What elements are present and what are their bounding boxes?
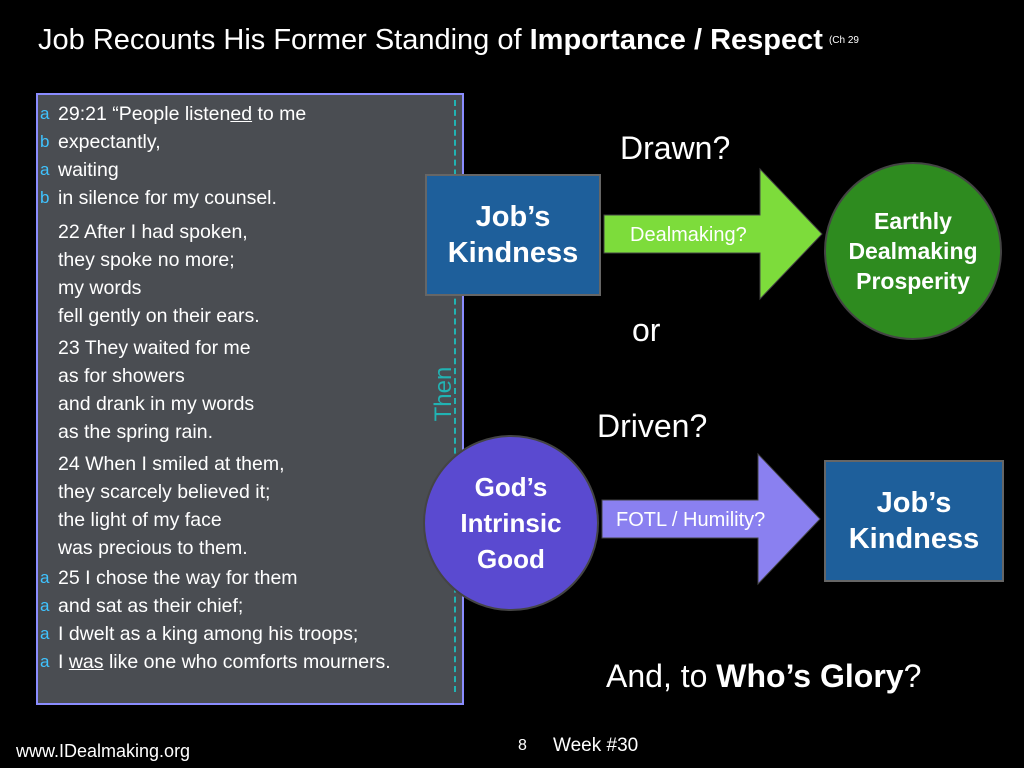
verse-text: I dwelt as a king among his troops; [58, 623, 359, 645]
verse-text: expectantly, [58, 131, 161, 153]
verse-text: like one who comforts mourners. [103, 651, 391, 673]
verse-text: waiting [58, 159, 119, 181]
verse-line: 25 I chose the way for them [58, 564, 298, 592]
or-label: or [632, 312, 661, 348]
verse-line: they spoke no more; [58, 246, 235, 274]
humility-arrow [601, 452, 821, 586]
verse-line: in silence for my counsel. [58, 184, 277, 212]
drawn-question: Drawn? [620, 130, 731, 166]
verse-line: and sat as their chief; [58, 592, 243, 620]
verse-line: 23 They waited for me [58, 334, 251, 362]
earthly-prosperity-circle: Earthly Dealmaking Prosperity [824, 162, 1002, 340]
verse-text: and sat as their chief; [58, 595, 244, 617]
verse-line: my words [58, 274, 141, 302]
verse-text: as for showers [58, 365, 185, 387]
verse-line: expectantly, [58, 128, 161, 156]
verse-marker: a [40, 596, 50, 615]
verse-text: to me [252, 103, 307, 125]
gods-intrinsic-good-circle: God’s Intrinsic Good [423, 435, 599, 611]
verse-underlined-text: was [68, 651, 104, 673]
then-timeline-line [454, 100, 456, 692]
verse-text: they scarcely believed it; [58, 481, 271, 503]
verse-text: in silence for my counsel. [58, 187, 277, 209]
verse-text: was precious to them. [58, 537, 248, 559]
verse-text: 24 When I smiled at them, [58, 453, 285, 475]
verse-marker: b [40, 188, 50, 207]
footer-week: Week #30 [553, 735, 639, 756]
verse-text: my words [58, 277, 142, 299]
verse-line: they scarcely believed it; [58, 478, 270, 506]
verse-line: waiting [58, 156, 119, 184]
verse-line: fell gently on their ears. [58, 302, 260, 330]
verse-text: fell gently on their ears. [58, 305, 260, 327]
verse-line: I was like one who comforts mourners. [58, 648, 391, 676]
verse-line: was precious to them. [58, 534, 248, 562]
verse-underlined-text: ed [230, 103, 253, 125]
circle-line: Earthly [874, 208, 952, 234]
verse-text: I [58, 651, 69, 673]
verse-text: the light of my face [58, 509, 222, 531]
verse-marker: a [40, 160, 50, 179]
verse-text: 29:21 “People listen [58, 103, 231, 125]
jobs-kindness-box-bottom: Job’s Kindness [824, 460, 1004, 582]
circle-line: Dealmaking [848, 238, 978, 264]
humility-arrow-label: FOTL / Humility? [616, 509, 766, 531]
verse-line: the light of my face [58, 506, 222, 534]
title-text: Job Recounts His Former Standing of [38, 24, 530, 56]
footer-url: www.IDealmaking.org [16, 741, 191, 761]
verse-text: as the spring rain. [58, 421, 214, 443]
scripture-panel [36, 93, 464, 705]
verse-line: 24 When I smiled at them, [58, 450, 285, 478]
verse-text: 23 They waited for me [58, 337, 251, 359]
jobs-kindness-box-top: Job’s Kindness [425, 174, 601, 296]
verse-marker: a [40, 624, 50, 643]
slide-title: Job Recounts His Former Standing of Impo… [38, 20, 859, 61]
verse-line: 22 After I had spoken, [58, 218, 248, 246]
footer-page-number: 8 [518, 737, 527, 754]
circle-line: Prosperity [856, 268, 970, 294]
verse-line: 29:21 “People listened to me [58, 100, 306, 128]
verse-marker: b [40, 132, 50, 151]
verse-text: and drank in my words [58, 393, 255, 415]
title-bold-text: Importance / Respect [529, 24, 823, 56]
circle-line: God’s [474, 472, 548, 502]
title-chapter-ref: (Ch 29 [828, 35, 859, 47]
closing-pre: And, to [606, 658, 717, 694]
circle-line: Good [477, 544, 545, 574]
closing-post: ? [903, 658, 922, 694]
verse-text: 25 I chose the way for them [58, 567, 298, 589]
then-label: Then [430, 366, 457, 422]
verse-text: they spoke no more; [58, 249, 235, 271]
verse-line: and drank in my words [58, 390, 254, 418]
dealmaking-arrow-label: Dealmaking? [630, 224, 747, 246]
verse-line: I dwelt as a king among his troops; [58, 620, 358, 648]
verse-line: as the spring rain. [58, 418, 213, 446]
closing-bold: Who’s Glory [716, 658, 904, 694]
verse-marker: a [40, 104, 50, 123]
driven-question: Driven? [597, 408, 708, 444]
dealmaking-arrow [603, 167, 823, 301]
verse-text: 22 After I had spoken, [58, 221, 248, 243]
closing-question: And, to Who’s Glory? [606, 658, 921, 695]
verse-line: as for showers [58, 362, 185, 390]
verse-marker: a [40, 652, 50, 671]
verse-marker: a [40, 568, 50, 587]
circle-line: Intrinsic [460, 508, 562, 538]
